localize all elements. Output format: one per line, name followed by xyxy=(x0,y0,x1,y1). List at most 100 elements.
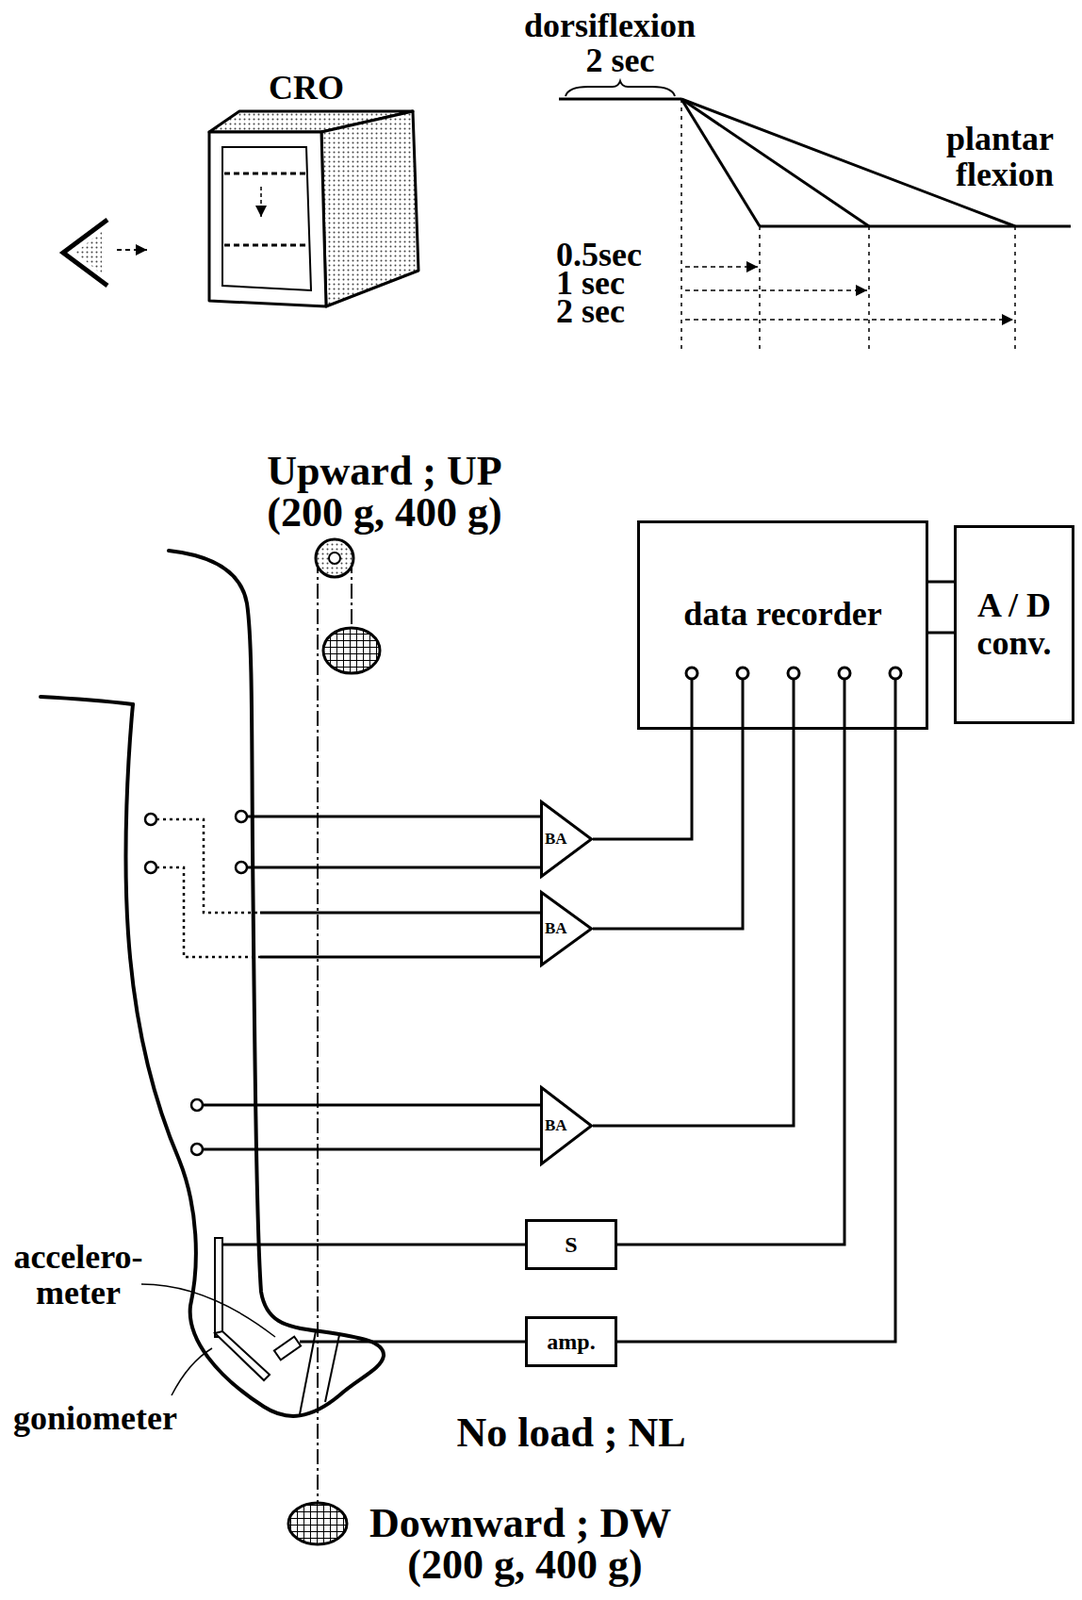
recorder-terminal xyxy=(792,678,796,730)
time-brace xyxy=(565,81,675,97)
sensor-box: S xyxy=(524,1218,618,1270)
recorder-terminal xyxy=(843,678,847,730)
part-label: goniometer xyxy=(13,1399,202,1436)
recorder-terminal xyxy=(686,667,698,679)
target-trace xyxy=(224,244,311,247)
accelerometer-symbol xyxy=(274,1336,301,1361)
accelerometer-symbol xyxy=(274,1336,301,1361)
electrode-wire xyxy=(246,866,541,869)
time-guide xyxy=(680,98,683,349)
condition-label: Downward ; DW xyxy=(369,1502,766,1544)
node-text: BA xyxy=(544,919,568,938)
weight xyxy=(288,1502,347,1544)
electrode xyxy=(145,813,157,825)
angle-waveform xyxy=(558,98,682,101)
ankle-strap xyxy=(299,1330,340,1414)
electrode-wire xyxy=(222,1243,525,1246)
amplifier-outline xyxy=(541,802,592,877)
angle-waveform xyxy=(558,98,1071,227)
goniometer-symbol xyxy=(214,1330,270,1380)
recorder-terminal xyxy=(737,667,749,679)
gaze-arrow xyxy=(116,249,148,251)
angle-waveform xyxy=(759,225,1071,229)
electrode xyxy=(191,1098,203,1111)
oscilloscope-box: CRO xyxy=(209,69,423,315)
electrode-wire xyxy=(202,816,541,1342)
duration-label: 1 sec xyxy=(556,267,670,298)
eye-symbol xyxy=(75,230,102,275)
node-text: S xyxy=(564,1231,577,1257)
leg-outline xyxy=(125,550,384,1416)
electrode xyxy=(145,810,247,1155)
leader-line xyxy=(141,1283,276,1337)
electrode-wire xyxy=(246,815,541,819)
node-text: CRO xyxy=(249,69,363,108)
recorder-terminal xyxy=(686,667,902,730)
node-text: BA xyxy=(544,830,568,849)
leg-outline xyxy=(40,696,133,705)
recorder-terminal xyxy=(787,667,800,679)
signal-wire xyxy=(617,729,845,1245)
eye-symbol xyxy=(63,219,108,286)
amplifier-outline xyxy=(541,892,592,966)
pulley xyxy=(315,539,354,577)
load-label: (200 g, 400 g) xyxy=(336,1543,714,1586)
node-text: A / D conv. xyxy=(962,587,1066,662)
duration-label: 2 sec xyxy=(582,41,658,80)
recorder-terminal xyxy=(889,667,902,679)
load-line xyxy=(316,557,319,1503)
oscilloscope-housing xyxy=(209,131,327,307)
converter-box: A / D conv. xyxy=(953,524,1075,724)
electrode-wire xyxy=(260,911,541,915)
electrode xyxy=(145,861,157,873)
recorder-terminal xyxy=(894,678,898,730)
goniometer-symbol xyxy=(214,1237,223,1337)
pulley xyxy=(328,552,341,564)
hidden-electrode-wire xyxy=(156,867,261,957)
duration-label: 2 sec xyxy=(556,295,670,327)
weight xyxy=(323,627,380,673)
node-text: amp. xyxy=(546,1328,595,1354)
oscilloscope-screen xyxy=(222,147,312,291)
oscilloscope-housing xyxy=(321,111,419,307)
electrode xyxy=(191,1143,203,1155)
phase-label: plantar flexion xyxy=(865,120,1054,193)
signal-wire xyxy=(592,729,743,929)
electrode xyxy=(235,861,247,873)
amplifier-box: amp. xyxy=(524,1315,618,1367)
time-guide xyxy=(1014,226,1017,349)
target-trace xyxy=(224,172,309,176)
angle-waveform xyxy=(681,98,869,227)
condition-label: Upward ; UP xyxy=(196,450,574,492)
leader-line xyxy=(171,1347,213,1395)
time-brace xyxy=(565,81,675,97)
signal-wire xyxy=(617,729,896,1342)
node-text: BA xyxy=(544,1116,568,1135)
time-guide xyxy=(758,226,761,349)
electrode-wire xyxy=(202,1147,541,1151)
duration-arrow xyxy=(685,265,758,268)
load-line xyxy=(317,557,352,1503)
cursor-arrow xyxy=(260,186,263,217)
recorder-box: data recorder xyxy=(637,520,929,730)
signal-wire xyxy=(928,580,954,584)
amplifier-triangle: BA xyxy=(540,800,593,878)
duration-label: 0.5sec xyxy=(556,239,670,270)
recorder-terminal xyxy=(690,678,694,730)
angle-waveform xyxy=(681,98,760,227)
electrode-wire xyxy=(202,1103,541,1107)
electrode-wire xyxy=(260,955,541,959)
duration-arrow xyxy=(685,266,1014,320)
weight xyxy=(288,627,380,1544)
electrode xyxy=(235,810,247,822)
ankle-strap xyxy=(325,1334,340,1402)
amplifier-triangle: BA xyxy=(540,1085,593,1165)
goniometer-symbol xyxy=(214,1237,270,1380)
eye-symbol xyxy=(63,219,108,286)
pulley xyxy=(315,539,354,577)
leader-line xyxy=(141,1283,276,1395)
signal-wire xyxy=(928,631,954,635)
ankle-strap xyxy=(299,1330,316,1414)
